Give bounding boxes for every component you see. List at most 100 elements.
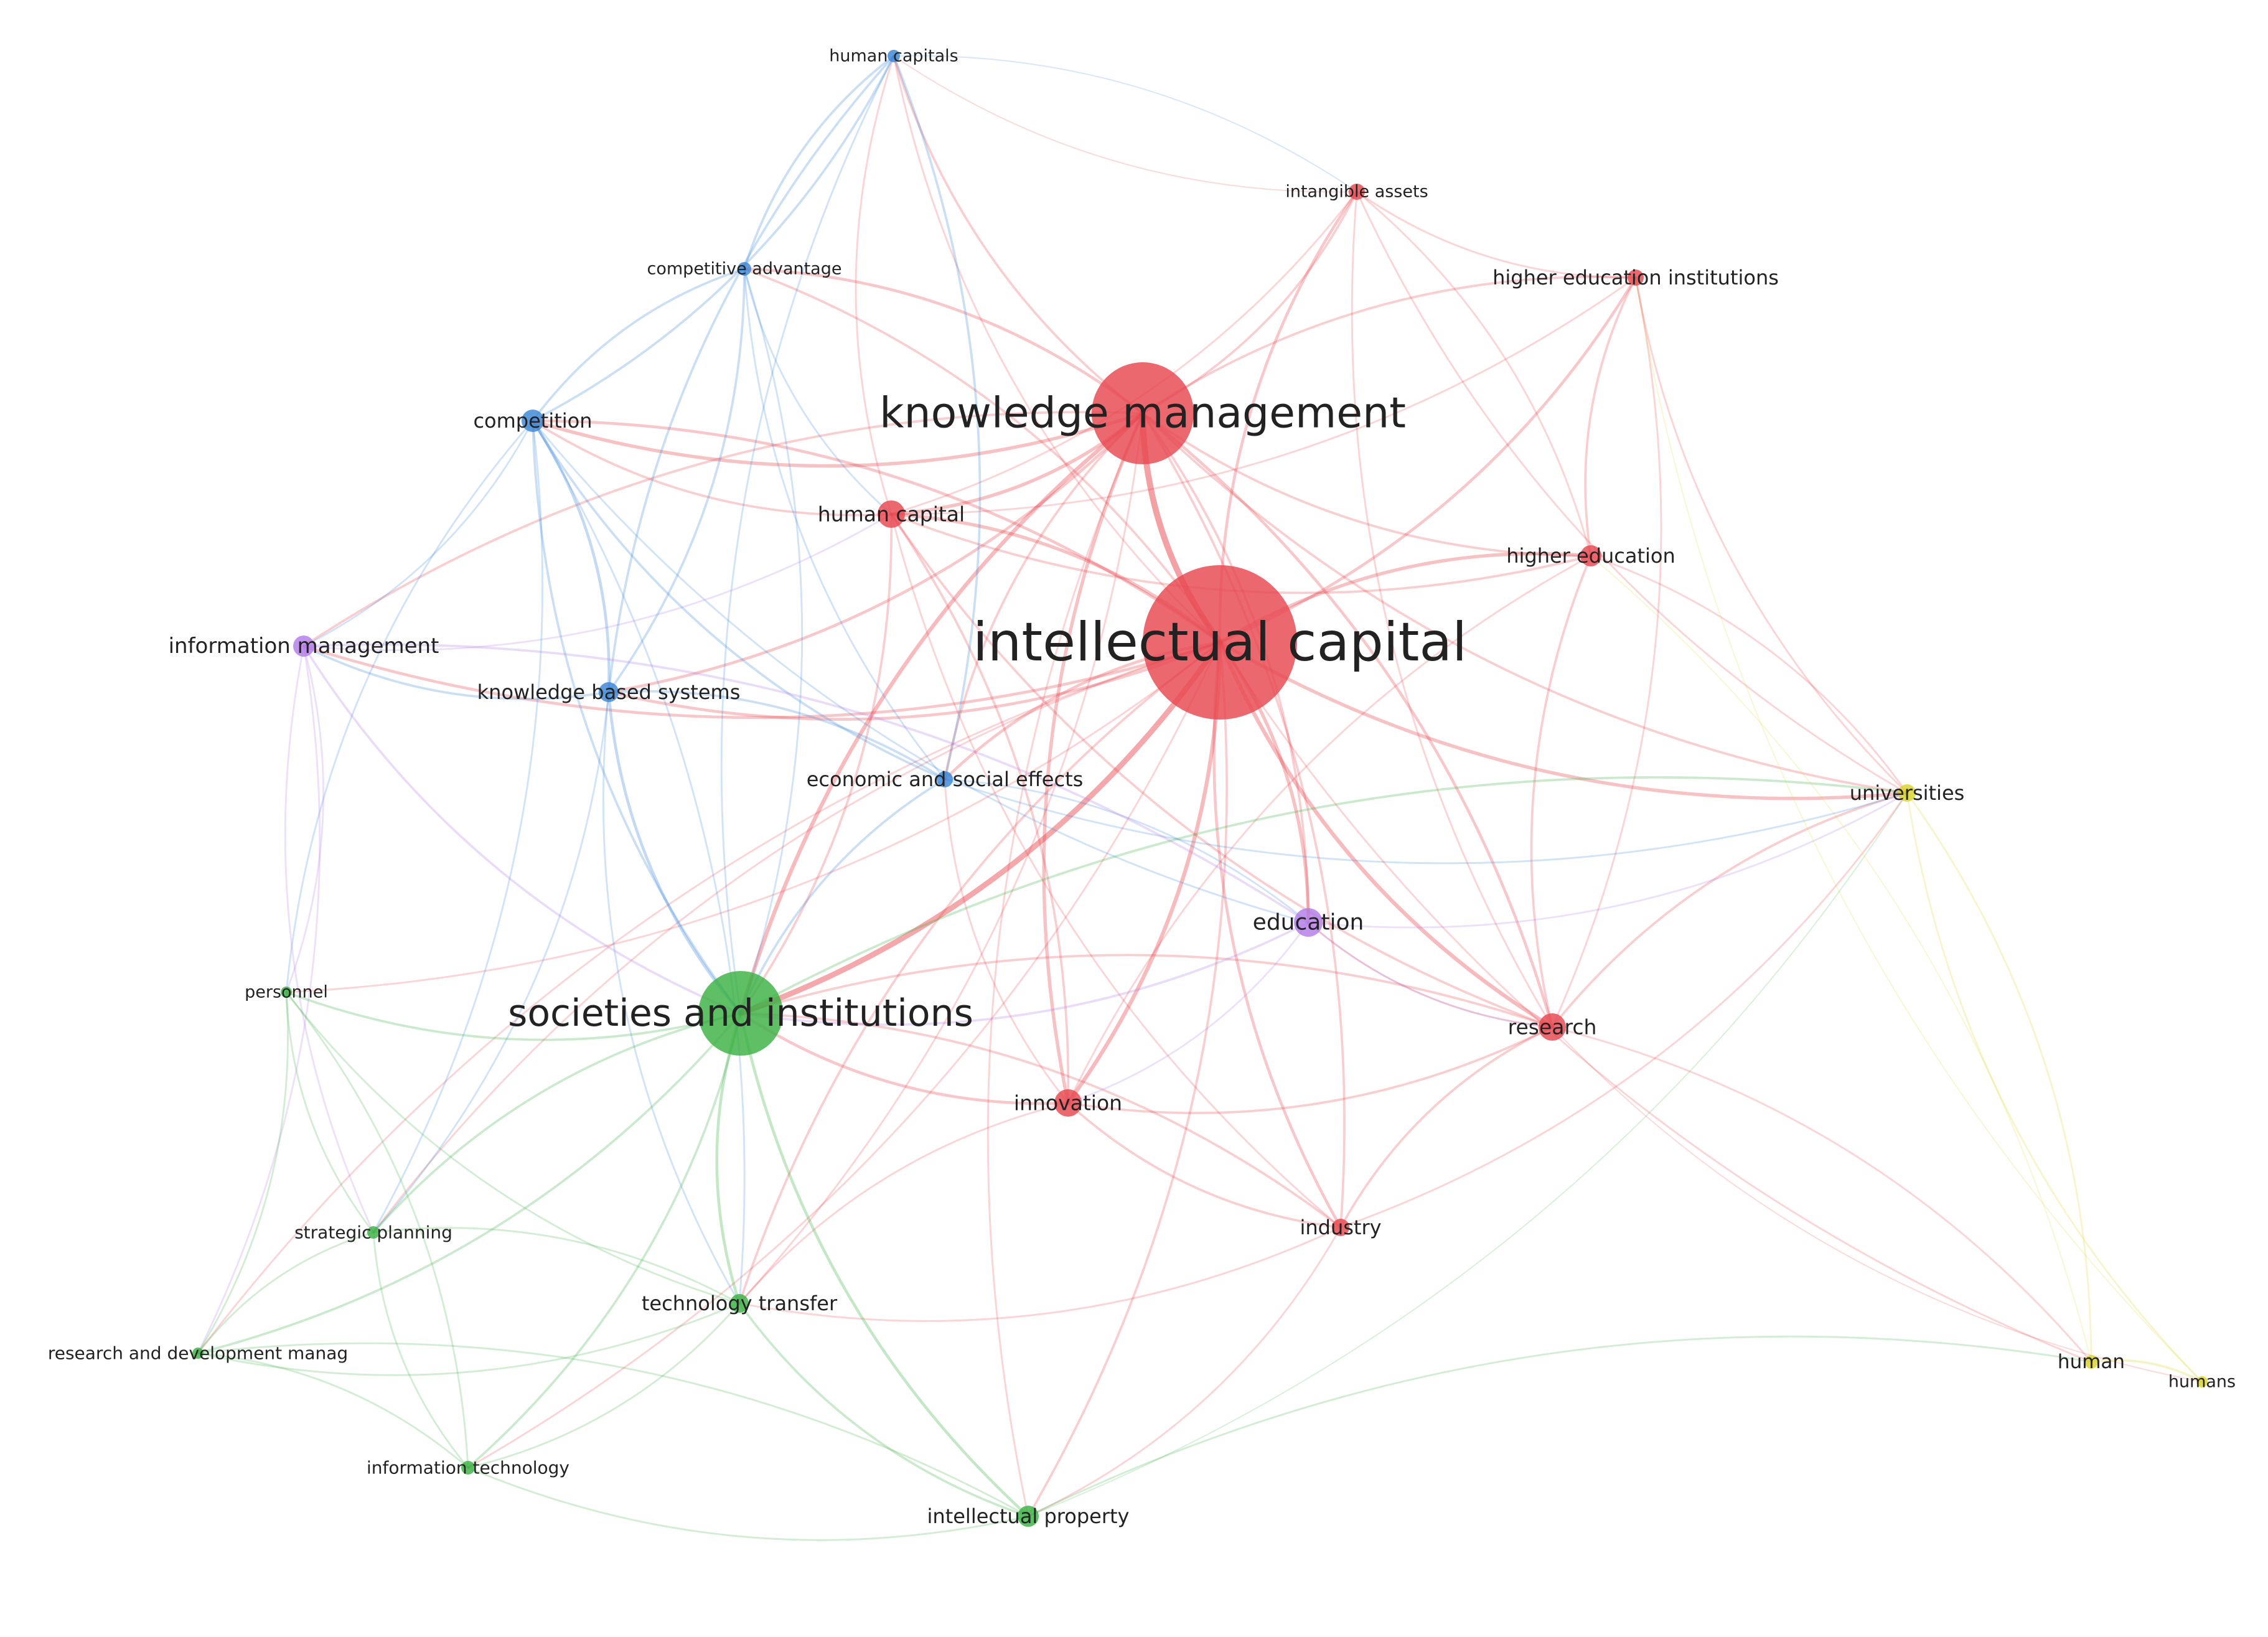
link-humans-higher-education-institutions xyxy=(1634,276,2203,1383)
link-personnel-strategic-planning xyxy=(285,991,375,1234)
label-competition[interactable]: competition xyxy=(473,409,592,433)
link-human-capital-research xyxy=(890,513,1553,1028)
link-personnel-information-technology xyxy=(285,991,469,1469)
node-information-technology[interactable] xyxy=(461,1461,475,1475)
link-technology-transfer-intellectual-property xyxy=(738,1302,1029,1517)
label-knowledge-based-systems[interactable]: knowledge based systems xyxy=(477,680,741,704)
node-human-capital[interactable] xyxy=(878,500,905,528)
link-research-and-development-manag-intellectual-property xyxy=(197,1342,1029,1517)
label-societies-and-institutions[interactable]: societies and institutions xyxy=(508,992,973,1035)
link-human-capitals-competition xyxy=(532,55,895,422)
label-innovation[interactable]: innovation xyxy=(1014,1091,1122,1115)
label-human[interactable]: human xyxy=(2058,1351,2125,1373)
node-competition[interactable] xyxy=(522,410,544,432)
link-competition-technology-transfer xyxy=(532,420,746,1305)
link-information-management-human-capital xyxy=(302,513,893,652)
node-intellectual-property[interactable] xyxy=(1018,1506,1039,1527)
link-intellectual-capital-knowledge-based-systems xyxy=(607,640,1222,721)
label-industry[interactable]: industry xyxy=(1300,1216,1381,1239)
link-higher-education-research xyxy=(1530,555,1592,1028)
node-layer xyxy=(192,50,2208,1527)
link-intellectual-capital-competition xyxy=(531,419,1222,644)
node-industry[interactable] xyxy=(1332,1219,1349,1236)
node-research[interactable] xyxy=(1539,1013,1566,1041)
node-universities[interactable] xyxy=(1898,784,1916,802)
label-intellectual-property[interactable]: intellectual property xyxy=(927,1504,1130,1528)
label-education[interactable]: education xyxy=(1253,910,1364,936)
label-human-capitals[interactable]: human capitals xyxy=(829,47,958,66)
label-human-capital[interactable]: human capital xyxy=(818,502,965,527)
node-higher-education[interactable] xyxy=(1580,545,1601,566)
link-research-industry xyxy=(1339,1026,1553,1229)
label-technology-transfer[interactable]: technology transfer xyxy=(642,1292,838,1315)
label-information-management[interactable]: information management xyxy=(169,634,439,659)
node-information-management[interactable] xyxy=(293,636,314,657)
link-intellectual-capital-industry xyxy=(1212,640,1343,1229)
label-information-technology[interactable]: information technology xyxy=(367,1458,569,1478)
node-human[interactable] xyxy=(2084,1355,2098,1369)
node-intangible-assets[interactable] xyxy=(1349,184,1365,200)
link-human-humans xyxy=(2090,1359,2203,1383)
link-human-capitals-economic-and-social-effects xyxy=(893,55,982,781)
link-knowledge-management-societies-and-institutions xyxy=(738,411,1145,1016)
label-humans[interactable]: humans xyxy=(2168,1372,2236,1392)
link-education-societies-and-institutions xyxy=(739,921,1310,1026)
link-information-technology-intellectual-property xyxy=(467,1466,1029,1541)
node-competitive-advantage[interactable] xyxy=(738,262,751,276)
label-research[interactable]: research xyxy=(1508,1015,1597,1039)
link-economic-and-social-effects-societies-and-institutions xyxy=(739,778,946,1015)
label-higher-education[interactable]: higher education xyxy=(1506,544,1675,568)
link-human-capital-innovation xyxy=(890,513,1070,1104)
node-human-capitals[interactable] xyxy=(888,50,900,62)
link-industry-technology-transfer xyxy=(738,1226,1342,1322)
link-intangible-assets-higher-education xyxy=(1356,190,1592,557)
link-innovation-societies-and-institutions xyxy=(739,1011,1070,1105)
label-intellectual-capital[interactable]: intellectual capital xyxy=(973,611,1467,673)
link-research-and-development-manag-technology-transfer xyxy=(197,1302,741,1376)
link-research-human xyxy=(1551,1026,2092,1363)
node-knowledge-based-systems[interactable] xyxy=(599,682,619,702)
link-innovation-industry xyxy=(1067,1102,1342,1229)
link-research-innovation xyxy=(1067,1026,1553,1115)
label-personnel[interactable]: personnel xyxy=(245,983,328,1002)
link-information-management-education xyxy=(302,643,1310,924)
node-innovation[interactable] xyxy=(1054,1089,1082,1117)
link-innovation-economic-and-social-effects xyxy=(944,778,1069,1104)
link-knowledge-based-systems-economic-and-social-effects xyxy=(607,690,946,781)
node-intellectual-capital[interactable] xyxy=(1143,565,1297,720)
label-universities[interactable]: universities xyxy=(1850,781,1965,805)
link-competition-societies-and-institutions xyxy=(532,420,742,1015)
node-knowledge-management[interactable] xyxy=(1092,362,1194,464)
node-strategic-planning[interactable] xyxy=(367,1226,380,1239)
link-human-capitals-knowledge-based-systems xyxy=(607,55,895,693)
link-knowledge-based-systems-information-management xyxy=(302,645,610,700)
link-industry-intellectual-property xyxy=(1027,1226,1342,1517)
node-humans[interactable] xyxy=(2196,1376,2208,1387)
label-competitive-advantage[interactable]: competitive advantage xyxy=(647,260,842,279)
node-education[interactable] xyxy=(1294,908,1323,937)
node-economic-and-social-effects[interactable] xyxy=(937,771,953,787)
link-knowledge-management-technology-transfer xyxy=(738,412,1144,1305)
link-competitive-advantage-knowledge-based-systems xyxy=(607,268,746,693)
node-societies-and-institutions[interactable] xyxy=(698,971,783,1056)
link-information-management-personnel xyxy=(285,645,325,993)
node-personnel[interactable] xyxy=(281,987,292,998)
link-strategic-planning-technology-transfer xyxy=(372,1227,741,1305)
label-strategic-planning[interactable]: strategic planning xyxy=(294,1222,452,1243)
node-technology-transfer[interactable] xyxy=(730,1294,749,1313)
label-knowledge-management[interactable]: knowledge management xyxy=(879,389,1406,438)
link-societies-and-institutions-intellectual-property xyxy=(739,1011,1030,1518)
link-information-management-strategic-planning xyxy=(284,645,375,1234)
link-human-capital-competition xyxy=(532,420,893,517)
node-research-and-development-manag[interactable] xyxy=(192,1348,204,1359)
link-higher-education-universities xyxy=(1590,555,1908,794)
link-innovation-technology-transfer xyxy=(738,1102,1069,1305)
node-higher-education-institutions[interactable] xyxy=(1628,270,1644,286)
label-economic-and-social-effects[interactable]: economic and social effects xyxy=(807,767,1084,791)
link-intangible-assets-human-capitals xyxy=(893,55,1358,193)
link-knowledge-management-human-capitals xyxy=(893,55,1144,415)
link-human-capital-industry xyxy=(890,513,1342,1229)
label-higher-education-institutions[interactable]: higher education institutions xyxy=(1492,266,1779,289)
label-research-and-development-manag[interactable]: research and development manag xyxy=(48,1343,348,1364)
label-intangible-assets[interactable]: intangible assets xyxy=(1285,182,1428,202)
